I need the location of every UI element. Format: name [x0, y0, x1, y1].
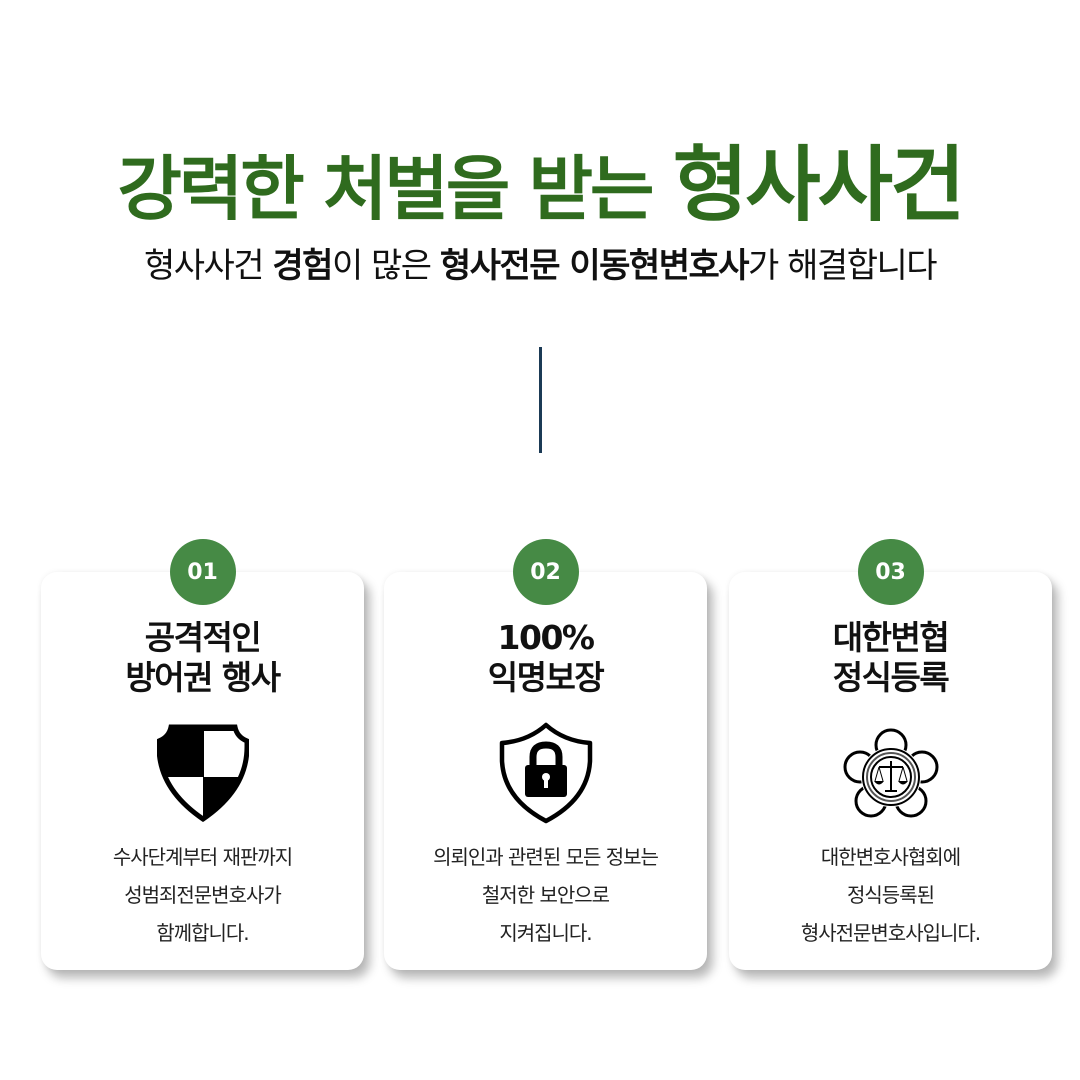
card-title: 대한변협 정식등록 [729, 618, 1052, 698]
card-description: 수사단계부터 재판까지 성범죄전문변호사가 함께합니다. [41, 838, 364, 952]
subline-seg: 이 많은 [331, 246, 440, 286]
card-title-line: 정식등록 [832, 658, 950, 697]
main-headline: 강력한 처벌을 받는 형사사건 [0, 118, 1080, 237]
shield-lock-icon [491, 718, 601, 828]
card-title-line: 대한변협 [832, 618, 950, 657]
card-title-line: 100% [497, 618, 595, 657]
card-title: 100% 익명보장 [384, 618, 707, 698]
vertical-divider [539, 347, 542, 453]
headline-part1: 강력한 처벌을 받는 [117, 148, 673, 230]
card-title-line: 공격적인 [144, 618, 262, 657]
subline-seg: 가 해결합니다 [748, 246, 938, 286]
card-description: 대한변호사협회에 정식등록된 형사전문변호사입니다. [729, 838, 1052, 952]
card-desc-line: 철저한 보안으로 [481, 883, 610, 907]
feature-card-2: 02 100% 익명보장 의뢰인과 관련된 모든 정보는 철저한 보안으로 지켜… [384, 539, 707, 970]
headline-part2: 형사사건 [672, 138, 966, 233]
card-desc-line: 수사단계부터 재판까지 [112, 845, 293, 869]
feature-card-3: 03 대한변협 정식등록 [729, 539, 1052, 970]
card-desc-line: 지켜집니다. [499, 921, 592, 945]
card-title-line: 익명보장 [487, 658, 605, 697]
card-desc-line: 대한변호사협회에 [820, 845, 961, 869]
card-title: 공격적인 방어권 행사 [41, 618, 364, 698]
sub-headline: 형사사건 경험이 많은 형사전문 이동현변호사가 해결합니다 [0, 238, 1080, 287]
subline-seg-bold: 형사전문 이동현변호사 [439, 246, 750, 286]
checkered-shield-icon [148, 718, 258, 828]
step-badge: 03 [857, 539, 924, 605]
step-badge: 01 [169, 539, 236, 605]
card-description: 의뢰인과 관련된 모든 정보는 철저한 보안으로 지켜집니다. [384, 838, 707, 952]
card-desc-line: 정식등록된 [847, 883, 935, 907]
card-desc-line: 형사전문변호사입니다. [800, 921, 981, 945]
bar-association-emblem-icon [836, 718, 946, 828]
card-desc-line: 함께합니다. [156, 921, 249, 945]
card-desc-line: 성범죄전문변호사가 [124, 883, 282, 907]
subline-seg-bold: 경험 [272, 246, 333, 286]
feature-card-1: 01 공격적인 방어권 행사 수사단계부터 재판까지 성범죄전문변호사가 함께합… [41, 539, 364, 970]
card-desc-line: 의뢰인과 관련된 모든 정보는 [433, 845, 659, 869]
card-title-line: 방어권 행사 [125, 658, 281, 697]
subline-seg: 형사사건 [143, 246, 273, 286]
step-badge: 02 [512, 539, 579, 605]
